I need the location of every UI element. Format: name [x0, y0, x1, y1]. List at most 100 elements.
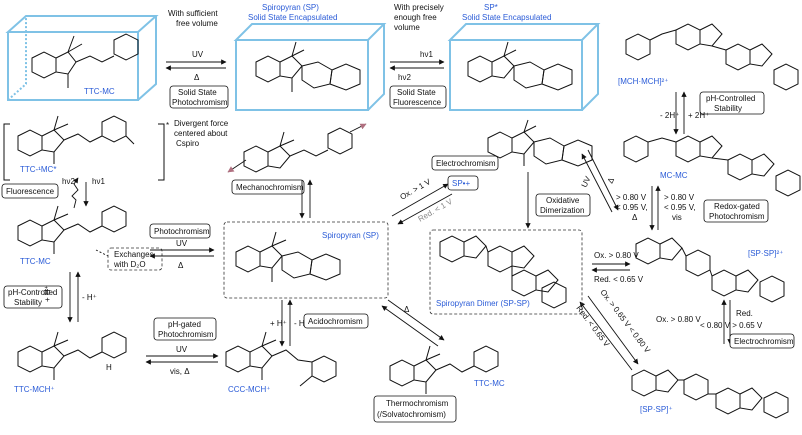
- box-text: Electrochromism: [436, 159, 496, 168]
- thermochromism-box: [373, 395, 457, 423]
- box-text: Stability: [14, 298, 42, 307]
- excited-star: *: [166, 121, 169, 130]
- red-label: Red.: [736, 309, 753, 318]
- mechanochromism-box: [231, 179, 305, 195]
- ttc-mc-ground: TTC-MC Exchanges with D₂O: [17, 205, 163, 271]
- electrochromism-mid: Electrochromism Ox. > 1 V Red. < 1 V SP•…: [391, 155, 499, 225]
- mc-mc-label: MC-MC: [660, 171, 688, 180]
- sp-radical-box: [447, 175, 479, 191]
- ttc-mch-cation: H TTC-MCH⁺: [14, 331, 127, 394]
- sp-star-structure: [467, 41, 573, 91]
- delta-label: Δ: [194, 73, 200, 82]
- mc-mc-dimer: MC-MC: [623, 135, 801, 197]
- acidochromism-step: + H⁺ - H⁺ Acidochromism: [270, 299, 369, 347]
- sp-radical-label: SP•+: [452, 179, 470, 188]
- sp-subtitle: Solid State Encapsulated: [248, 13, 337, 22]
- ox-label: Ox. > 1 V: [399, 177, 433, 202]
- box-text: pH-Controlled: [8, 288, 57, 297]
- box-text: Dimerization: [540, 206, 584, 215]
- diagonal-to-monocation: Ox. > 0.65 V < 0.80 V Red. < 0.65 V: [574, 288, 652, 371]
- fluorescence-box: [1, 183, 59, 199]
- box-text: Solid State: [178, 88, 217, 97]
- electrochromism-box-mid: [431, 155, 499, 171]
- box-text: Photochromism: [158, 330, 214, 339]
- mch-mch-label: [MCH·MCH]²⁺: [618, 77, 668, 86]
- box-text: Solid State: [397, 88, 436, 97]
- potential-label: < 0.95 V,: [664, 203, 696, 212]
- ttc-singlet-label: TTC-¹MC*: [20, 165, 56, 174]
- hv2-label: hν2: [62, 177, 75, 186]
- plus-2h-label: + 2H⁺: [688, 111, 709, 120]
- box-text: Oxidative: [546, 196, 580, 205]
- redox-gated-box: [703, 199, 769, 223]
- hv1-label: hν1: [92, 177, 105, 186]
- box-text: (/Solvatochromism): [377, 410, 446, 419]
- h-atom: H: [106, 363, 112, 372]
- box-text: Acidochromism: [308, 317, 363, 326]
- ttc-mc-thermo-label: TTC-MC: [474, 379, 505, 388]
- sp-sp-2plus-label: [SP·SP]²⁺: [748, 249, 783, 258]
- red-label: Red. < 0.65 V: [594, 275, 644, 284]
- oxidative-dimerization-box: [535, 193, 591, 217]
- spiropyran-dimer: Spiropyran Dimer (SP-SP): [429, 229, 583, 315]
- sp-sp-plus-label: [SP·SP]⁺: [640, 405, 673, 414]
- ox-label: Ox. > 0.80 V: [656, 315, 701, 324]
- electrochromism-right: Ox. > 0.80 V Red. < 0.80 V > 0.65 V Elec…: [656, 299, 795, 349]
- spiropyran-central: Spiropyran (SP): [223, 221, 389, 299]
- box-text: Fluorescence: [6, 187, 55, 196]
- acidochromism-box: [303, 313, 369, 329]
- transition-top-left: With sufficient free volume UV Δ Solid S…: [165, 9, 229, 109]
- sp-structure: [255, 41, 361, 92]
- cond-text: free volume: [176, 19, 218, 28]
- mechano-structure: Divergent force centered about Cspiro Me…: [174, 119, 367, 219]
- box-text: Thermochromism: [386, 399, 449, 408]
- uv-label: UV: [176, 345, 188, 354]
- sp-star-subtitle: Solid State Encapsulated: [462, 13, 551, 22]
- box-text: Photochromism: [709, 212, 765, 221]
- ph-gated-step: pH-gated Photochromism UV vis, Δ: [145, 317, 219, 376]
- box-text: with D₂O: [113, 260, 146, 269]
- h-plus-label: + H⁺: [43, 285, 52, 302]
- sp-radical-structure: [487, 119, 593, 167]
- uv-label: UV: [176, 239, 188, 248]
- photochromism-step: Photochromism UV Δ: [149, 223, 215, 270]
- box-text: Mechanochromism: [236, 183, 304, 192]
- cond-text: enough free: [394, 13, 437, 22]
- cube-sp-excited: SP* Solid State Encapsulated: [447, 3, 601, 111]
- ttc-mc-label: TTC-MC: [20, 257, 51, 266]
- box-text: Photochromism: [172, 98, 228, 107]
- diag-red-label: Red. < 0.65 V: [574, 304, 611, 349]
- cond-text: With precisely: [394, 3, 444, 12]
- hv2-label: hν2: [398, 73, 411, 82]
- redox-gated-photochromism: > 0.80 V < 0.95 V, Δ > 0.80 V < 0.95 V, …: [616, 185, 769, 231]
- delta-label: Δ: [404, 305, 410, 314]
- photochromism-box: [149, 223, 211, 239]
- red-range-label: < 0.80 V > 0.65 V: [700, 321, 763, 330]
- sp-star-title: SP*: [484, 3, 498, 12]
- ccc-mch-label: CCC-MCH⁺: [228, 385, 270, 394]
- note-text: Divergent force: [174, 119, 229, 128]
- h-minus-label: - H⁺: [82, 293, 97, 302]
- electrochromism-box-right: [729, 333, 795, 349]
- note-text: centered about: [174, 129, 228, 138]
- box-text: Stability: [714, 104, 742, 113]
- uv-label: UV: [580, 174, 593, 188]
- cube-spiropyran: Spiropyran (SP) Solid State Encapsulated: [233, 3, 387, 111]
- vis-label: vis: [672, 213, 682, 222]
- ph-gated-box: [153, 317, 217, 341]
- oxidative-dimerization: Oxidative Dimerization UV Δ: [525, 149, 619, 229]
- ox-label: Ox. > 0.80 V: [594, 251, 639, 260]
- sp-sp-dication: [SP·SP]²⁺ Ox. > 0.80 V Red. < 0.65 V: [591, 237, 785, 303]
- box-text: Fluorescence: [393, 98, 442, 107]
- sp-sp-monocation: [SP·SP]⁺: [631, 369, 789, 419]
- uv-label: UV: [192, 50, 204, 59]
- ph-stability-left: pH-Controlled Stability + H⁺ - H⁺: [3, 271, 97, 323]
- minus-2h-label: - 2H⁺: [660, 111, 679, 120]
- ph-stability-box-right: [699, 91, 765, 115]
- cond-text: With sufficient: [168, 9, 218, 18]
- fluorescence-step: Fluorescence hν2 hν1: [1, 177, 105, 209]
- sp-title: Spiropyran (SP): [262, 3, 319, 12]
- ph-stability-box-left: [3, 285, 63, 309]
- potential-label: < 0.95 V,: [616, 203, 648, 212]
